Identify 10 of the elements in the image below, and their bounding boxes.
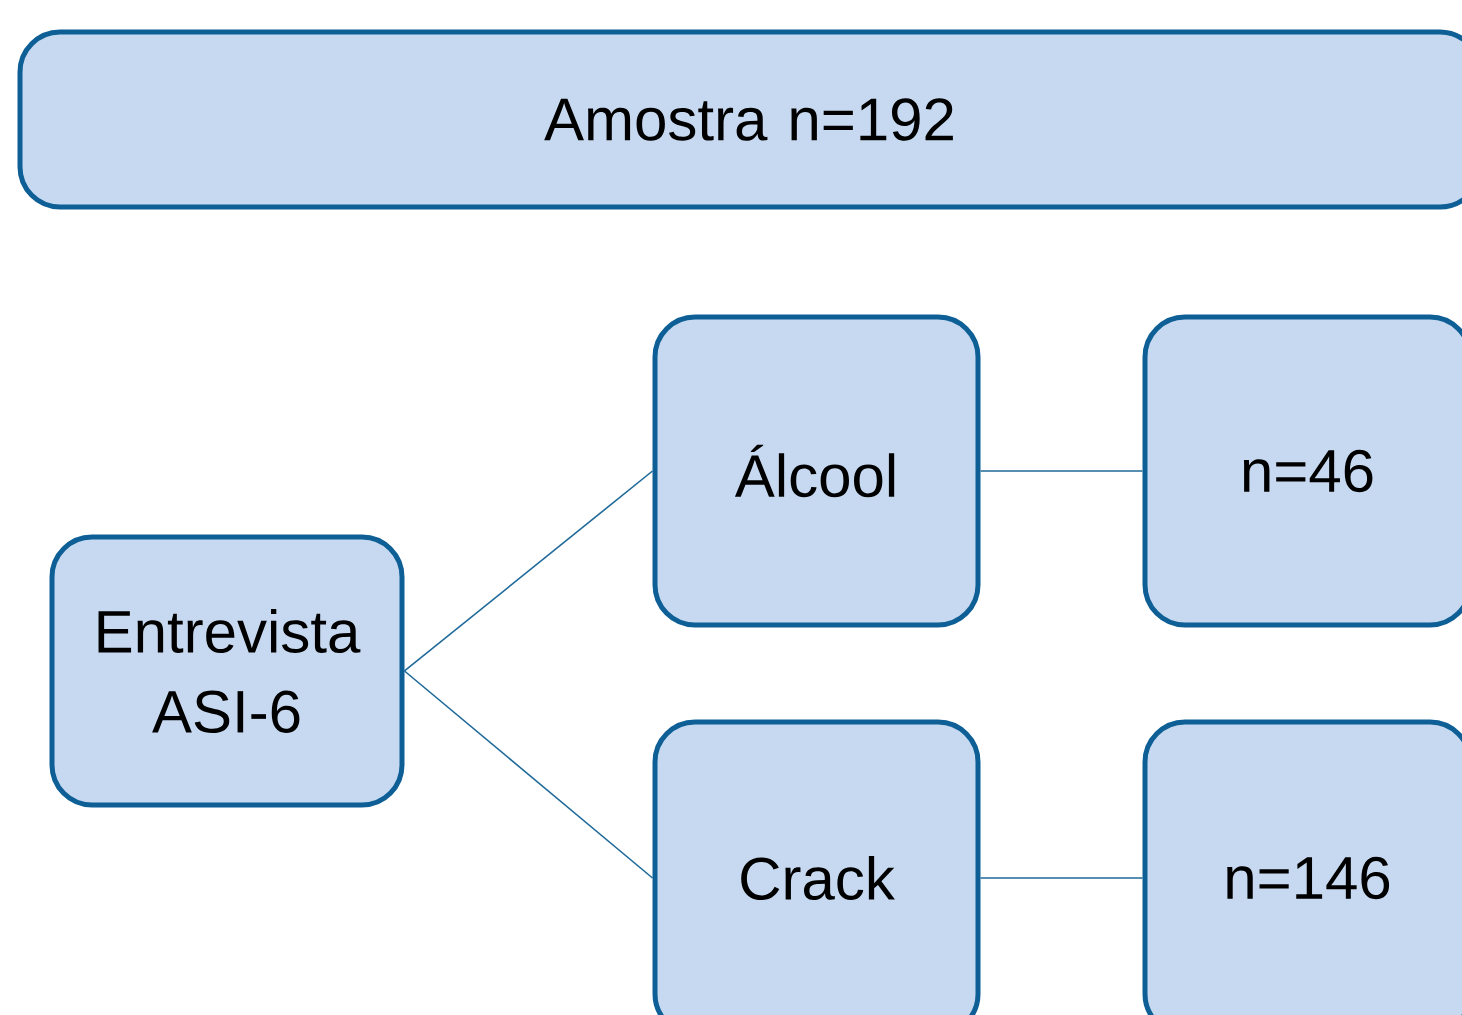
connector-line [403, 470, 654, 672]
process-box: Crack [652, 719, 981, 1015]
process-box: Álcool [652, 314, 981, 628]
process-box: n=46 [1142, 314, 1462, 628]
connector-line [979, 877, 1144, 879]
process-box: Entrevista ASI-6 [49, 534, 405, 808]
connector-line [979, 470, 1144, 472]
connector-line [403, 670, 654, 879]
process-box: Amostra n=192 [17, 29, 1462, 210]
process-box: n=146 [1142, 719, 1462, 1015]
